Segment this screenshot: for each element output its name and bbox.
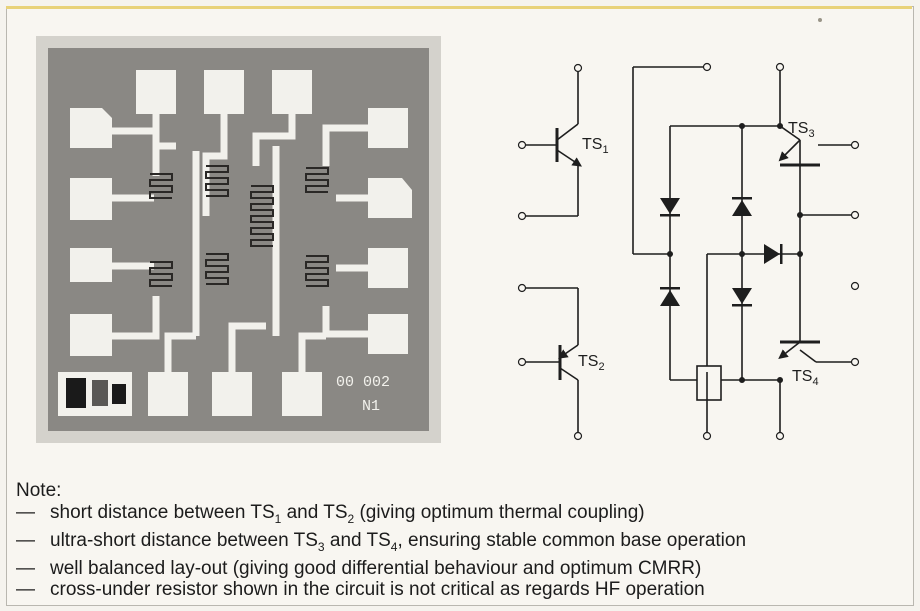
label-ts2: TS2: [578, 353, 605, 373]
bond-pads: [70, 70, 412, 416]
bond-pad: [368, 314, 408, 354]
label-ts3: TS3: [788, 120, 815, 140]
diode-network: [632, 66, 800, 432]
bond-pad: [70, 248, 112, 282]
circuit-diagram: TS1 TS2 TS3 TS4: [517, 62, 860, 441]
note-item: —cross-under resistor shown in the circu…: [16, 578, 705, 600]
bond-pad: [368, 248, 408, 288]
bond-pad: [136, 70, 176, 114]
diodes: [660, 197, 783, 307]
die-photo: 00 002 N1: [36, 36, 441, 443]
notes-heading: Note:: [16, 480, 62, 501]
transistor-ts2: [522, 287, 579, 432]
transistor-fingers: [149, 165, 329, 287]
die-marking-2: N1: [362, 398, 380, 415]
label-ts4: TS4: [792, 368, 819, 388]
die-marking-1: 00 002: [336, 374, 390, 391]
note-item: —well balanced lay-out (giving good diff…: [16, 557, 702, 579]
bond-pad: [70, 108, 112, 148]
transistor-ts3: [778, 67, 852, 290]
note-item: —short distance between TS1 and TS2 (giv…: [16, 502, 645, 526]
bond-pad: [282, 372, 322, 416]
bond-pad: [368, 178, 412, 218]
terminals: [517, 62, 860, 441]
cross-under-resistor: [696, 365, 722, 401]
transistor-ts1: [522, 72, 582, 217]
diode-d4: [732, 288, 752, 304]
bond-pad: [70, 178, 112, 220]
bond-pad: [272, 70, 312, 114]
diode-d1: [660, 198, 680, 214]
diode-d5: [764, 244, 780, 264]
test-structure: [58, 372, 132, 416]
note-item: —ultra-short distance between TS3 and TS…: [16, 529, 747, 554]
junctions: [667, 123, 803, 383]
bond-pad: [212, 372, 252, 416]
bond-pad: [148, 372, 188, 416]
diode-d3: [732, 200, 752, 216]
transistor-ts4: [778, 290, 852, 432]
metal-tracks: [112, 114, 368, 372]
bond-pad: [368, 108, 408, 148]
diode-d2: [660, 290, 680, 306]
top-rule: [6, 6, 912, 9]
label-ts1: TS1: [582, 136, 609, 156]
notes-section: Note: —short distance between TS1 and TS…: [16, 480, 911, 600]
speck: [818, 18, 822, 22]
bond-pad: [70, 314, 112, 356]
bond-pad: [204, 70, 244, 114]
